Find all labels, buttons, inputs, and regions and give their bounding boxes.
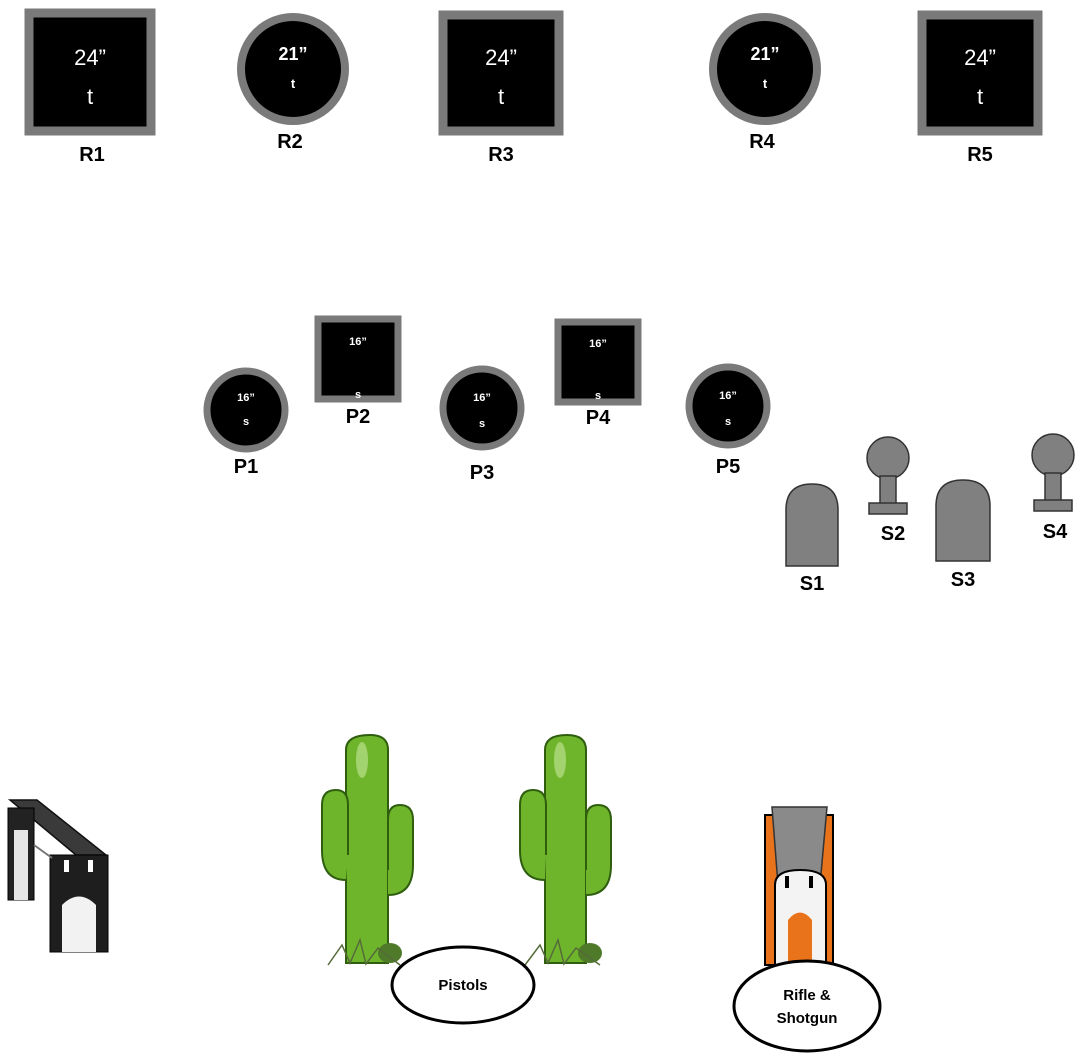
- rifle-target-label: R1: [79, 144, 105, 166]
- shotgun-knockdown-s1: [785, 483, 839, 567]
- pistol-target-label: P3: [470, 462, 494, 484]
- target-size-label: 16”: [589, 338, 607, 350]
- shotgun-target-label: S4: [1043, 521, 1068, 543]
- bench-icon: [7, 799, 109, 953]
- target-size-label: 24”: [964, 45, 996, 70]
- target-size-label: 24”: [485, 45, 517, 70]
- target-type-label: t: [87, 84, 93, 109]
- pistol-target-label: P2: [346, 406, 370, 428]
- target-size-label: 21”: [750, 44, 779, 64]
- target-type-label: s: [595, 390, 601, 402]
- target-size-label: 16”: [719, 390, 737, 402]
- position-label-line2: Shotgun: [777, 1010, 838, 1027]
- rifle-target-r5: 24” t: [917, 10, 1043, 136]
- target-type-label: s: [725, 416, 731, 428]
- pistol-target-p1: 16” s: [203, 367, 289, 453]
- rifle-target-label: R2: [277, 131, 303, 153]
- cactus-icon: [321, 733, 414, 966]
- target-type-label: t: [498, 84, 504, 109]
- pistol-target-label: P5: [716, 456, 740, 478]
- shotgun-target-label: S1: [800, 573, 824, 595]
- rifle-shotgun-position: Rifle & Shotgun: [732, 959, 882, 1053]
- target-type-label: t: [291, 76, 296, 91]
- rifle-target-label: R5: [967, 144, 993, 166]
- pistols-position: Pistols: [390, 945, 536, 1025]
- target-type-label: t: [763, 76, 768, 91]
- rifle-target-label: R4: [749, 131, 775, 153]
- pistol-target-p2: 16” s: [314, 315, 402, 403]
- pistol-target-p4: 16” s: [554, 318, 642, 406]
- pistol-target-label: P1: [234, 456, 258, 478]
- target-size-label: 16”: [237, 392, 255, 404]
- rifle-rack-icon: [764, 806, 834, 966]
- position-label: Pistols: [438, 977, 487, 994]
- shotgun-target-label: S3: [951, 569, 975, 591]
- target-size-label: 16”: [349, 336, 367, 348]
- position-label-line1: Rifle &: [783, 987, 831, 1004]
- pistol-target-label: P4: [586, 407, 611, 429]
- shotgun-knockdown-s3: [935, 479, 991, 562]
- target-type-label: s: [479, 418, 485, 430]
- shotgun-popper-s2: [866, 436, 910, 515]
- rifle-target-label: R3: [488, 144, 514, 166]
- rifle-target-r3: 24” t: [438, 10, 564, 136]
- target-type-label: s: [243, 416, 249, 428]
- pistol-target-p5: 16” s: [685, 363, 771, 449]
- shotgun-popper-s4: [1031, 433, 1075, 512]
- target-size-label: 21”: [278, 44, 307, 64]
- target-type-label: t: [977, 84, 983, 109]
- rifle-target-r1: 24” t: [24, 8, 156, 136]
- target-type-label: s: [355, 389, 361, 401]
- target-size-label: 24”: [74, 45, 106, 70]
- cactus-icon: [519, 733, 612, 966]
- pistol-target-p3: 16” s: [439, 365, 525, 451]
- target-size-label: 16”: [473, 392, 491, 404]
- rifle-target-r4: 21” t: [709, 13, 821, 125]
- rifle-target-r2: 21” t: [237, 13, 349, 125]
- shotgun-target-label: S2: [881, 523, 905, 545]
